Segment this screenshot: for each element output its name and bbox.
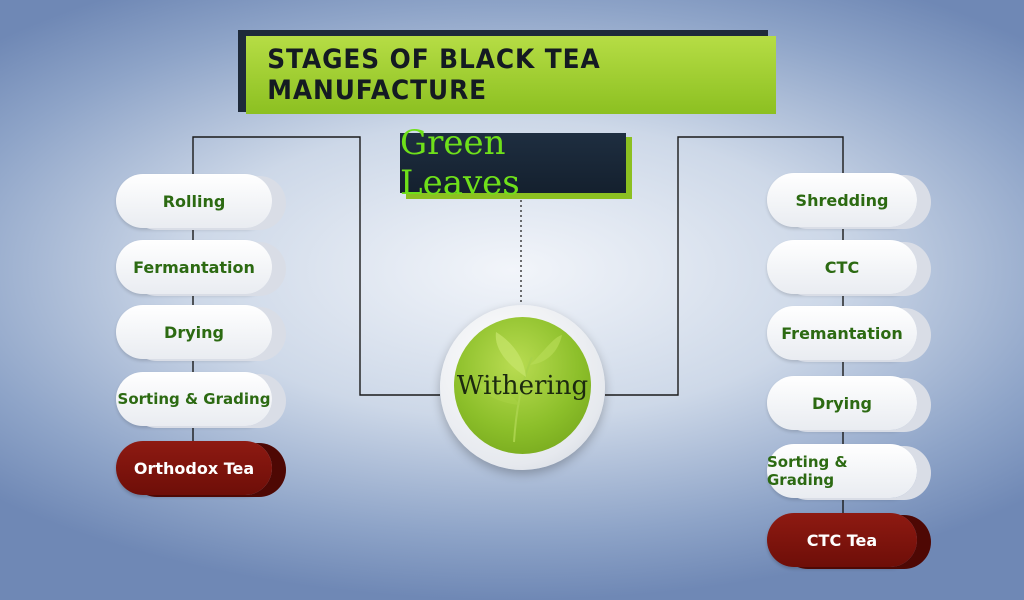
withering-label: Withering bbox=[456, 370, 589, 401]
orthodox-tea-result: Orthodox Tea bbox=[116, 441, 272, 495]
ctc-tea-result: CTC Tea bbox=[767, 513, 917, 567]
orthodox-step-drying: Drying bbox=[116, 305, 272, 359]
ctc-step-drying: Drying bbox=[767, 376, 917, 430]
ctc-step-fremantation: Fremantation bbox=[767, 306, 917, 360]
green-leaves-label: Green Leaves bbox=[400, 123, 520, 203]
ctc-step-sorting-grading: Sorting & Grading bbox=[767, 444, 917, 498]
orthodox-step-fermantation: Fermantation bbox=[116, 240, 272, 294]
withering-node: Withering bbox=[440, 305, 605, 470]
tea-leaf-icon bbox=[476, 332, 562, 443]
green-leaves-box: Green Leaves bbox=[400, 123, 632, 203]
ctc-step-shredding: Shredding bbox=[767, 173, 917, 227]
orthodox-step-rolling: Rolling bbox=[116, 174, 272, 228]
title-banner: STAGES OF BLACK TEA MANUFACTURE bbox=[238, 30, 778, 118]
orthodox-step-sorting-grading: Sorting & Grading bbox=[116, 372, 272, 426]
ctc-step-ctc: CTC bbox=[767, 240, 917, 294]
diagram-title: STAGES OF BLACK TEA MANUFACTURE bbox=[267, 44, 601, 106]
